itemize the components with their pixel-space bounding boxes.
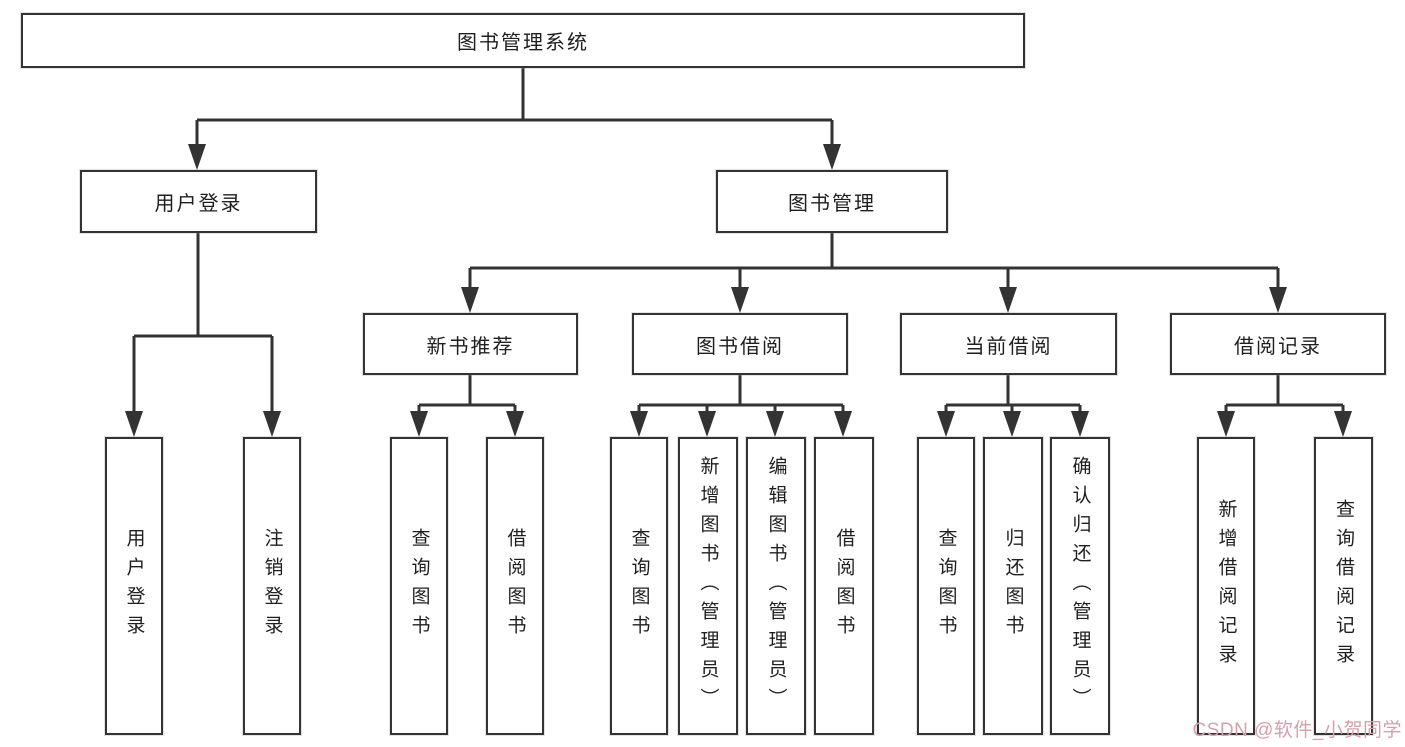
node-label: 查询借阅记录 (1333, 499, 1354, 673)
leaf-query-books: 查询图书 (610, 437, 668, 735)
arrowhead-icon (630, 411, 648, 437)
node-label: 归还图书 (1002, 528, 1024, 644)
node-label: 编辑图书（管理员） (765, 455, 787, 717)
node-borrow-records: 借阅记录 (1170, 313, 1386, 375)
leaf-borrow-books: 借阅图书 (486, 437, 544, 735)
arrowhead-icon (1003, 411, 1021, 437)
arrowhead-icon (506, 411, 524, 437)
leaf-user-login: 用户登录 (105, 437, 163, 735)
arrowhead-icon (263, 411, 281, 437)
node-label: 新书推荐 (426, 335, 515, 358)
node-user-login: 用户登录 (80, 170, 317, 233)
node-label: 用户登录 (154, 193, 243, 215)
arrowhead-icon (1269, 287, 1287, 313)
node-label: 图书借阅 (696, 335, 784, 358)
node-label: 图书管理系统 (457, 32, 589, 54)
arrowhead-icon (937, 411, 955, 437)
arrowhead-icon (834, 411, 852, 437)
arrowhead-icon (999, 287, 1017, 313)
leaf-borrow-books: 借阅图书 (814, 437, 874, 735)
node-label: 借阅图书 (833, 528, 855, 644)
node-new-book-recommend: 新书推荐 (363, 313, 578, 375)
arrowhead-icon (188, 144, 206, 170)
arrowhead-icon (410, 411, 428, 437)
node-label: 借阅图书 (504, 528, 526, 644)
node-label: 用户登录 (123, 528, 145, 644)
arrowhead-icon (823, 144, 841, 170)
node-label: 查询图书 (408, 528, 430, 644)
node-label: 确认归还（管理员） (1069, 455, 1091, 717)
node-label: 查询图书 (628, 528, 650, 644)
node-book-management: 图书管理 (716, 170, 948, 233)
leaf-add-borrow-record: 新增借阅记录 (1197, 437, 1255, 735)
node-current-borrow: 当前借阅 (900, 313, 1117, 375)
node-label: 新增借阅记录 (1215, 499, 1237, 673)
leaf-query-borrow-record: 查询借阅记录 (1314, 437, 1373, 735)
leaf-edit-books-admin: 编辑图书（管理员） (746, 437, 806, 735)
arrowhead-icon (1334, 411, 1352, 437)
node-system-root: 图书管理系统 (21, 13, 1025, 68)
arrowhead-icon (731, 287, 749, 313)
leaf-add-books-admin: 新增图书（管理员） (678, 437, 738, 735)
leaf-confirm-return-admin: 确认归还（管理员） (1050, 437, 1110, 735)
arrowhead-icon (1071, 411, 1089, 437)
leaf-query-books: 查询图书 (917, 437, 975, 735)
node-label: 查询图书 (935, 528, 957, 644)
node-label: 注销登录 (261, 528, 283, 644)
arrowhead-icon (766, 411, 784, 437)
node-label: 新增图书（管理员） (697, 455, 719, 717)
leaf-return-books: 归还图书 (983, 437, 1043, 735)
arrowhead-icon (461, 287, 479, 313)
arrowhead-icon (125, 411, 143, 437)
leaf-query-books: 查询图书 (390, 437, 448, 735)
arrowhead-icon (698, 411, 716, 437)
csdn-watermark: CSDN @软件_小贺同学 (1192, 720, 1402, 741)
leaf-logout: 注销登录 (243, 437, 301, 735)
node-label: 借阅记录 (1234, 335, 1322, 358)
node-book-borrow: 图书借阅 (632, 313, 848, 375)
node-label: 当前借阅 (964, 335, 1053, 358)
node-label: 图书管理 (788, 193, 876, 215)
arrowhead-icon (1217, 411, 1235, 437)
